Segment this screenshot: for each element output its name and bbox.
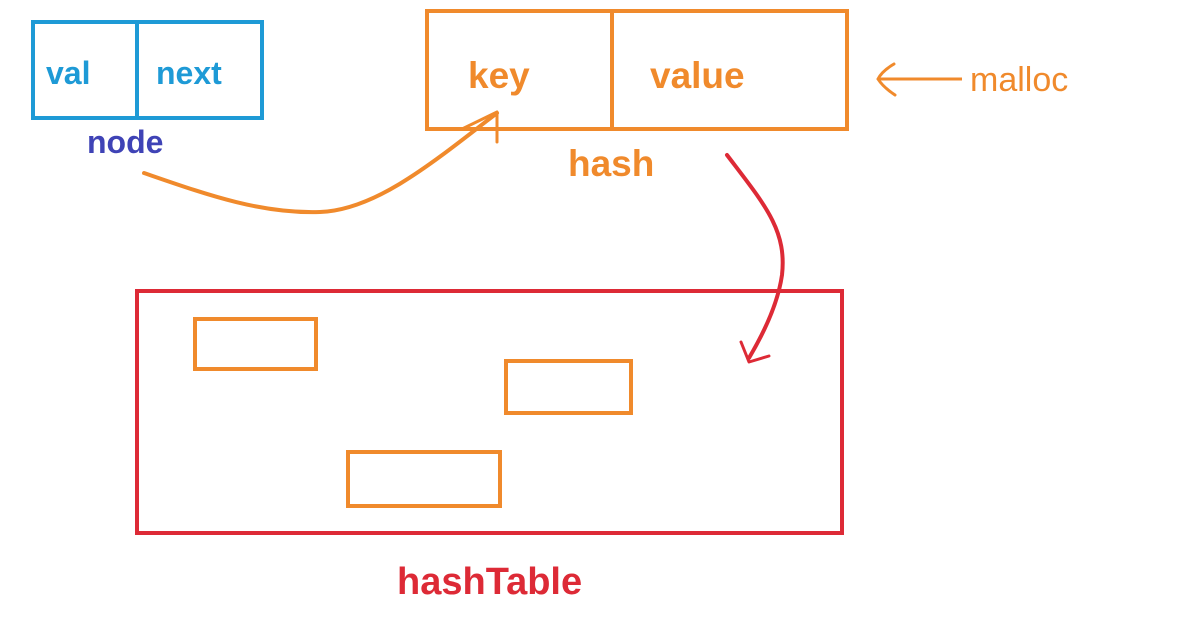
malloc-label: malloc (970, 61, 1068, 99)
node-label: node (87, 124, 163, 160)
node-field-val: val (46, 55, 90, 91)
hash-structure: key value hash (425, 9, 849, 184)
hash-to-table-arrow (725, 153, 785, 364)
hash-field-key: key (468, 55, 530, 96)
node-structure: val next node (31, 20, 264, 160)
hash-to-table-arrow-head (739, 340, 771, 364)
hash-table-slot-3 (346, 450, 502, 508)
node-to-key-curve (142, 111, 499, 215)
node-field-next: next (156, 55, 222, 91)
hash-table-box (135, 289, 844, 535)
hash-table-structure: hashTable (135, 289, 844, 603)
node-to-key-arrow-head (460, 110, 499, 144)
malloc-annotation: malloc (876, 61, 1068, 99)
hash-table-slot-1 (193, 317, 318, 371)
hash-field-value: value (650, 55, 745, 96)
hash-table-slot-2 (504, 359, 633, 415)
node-box (31, 20, 264, 120)
malloc-arrow-head (876, 62, 897, 97)
node-to-key-arrow (142, 110, 499, 215)
hash-box (425, 9, 849, 131)
hash-to-table-curve (725, 153, 785, 360)
hash-label: hash (568, 143, 654, 184)
hash-table-label: hashTable (397, 561, 582, 603)
